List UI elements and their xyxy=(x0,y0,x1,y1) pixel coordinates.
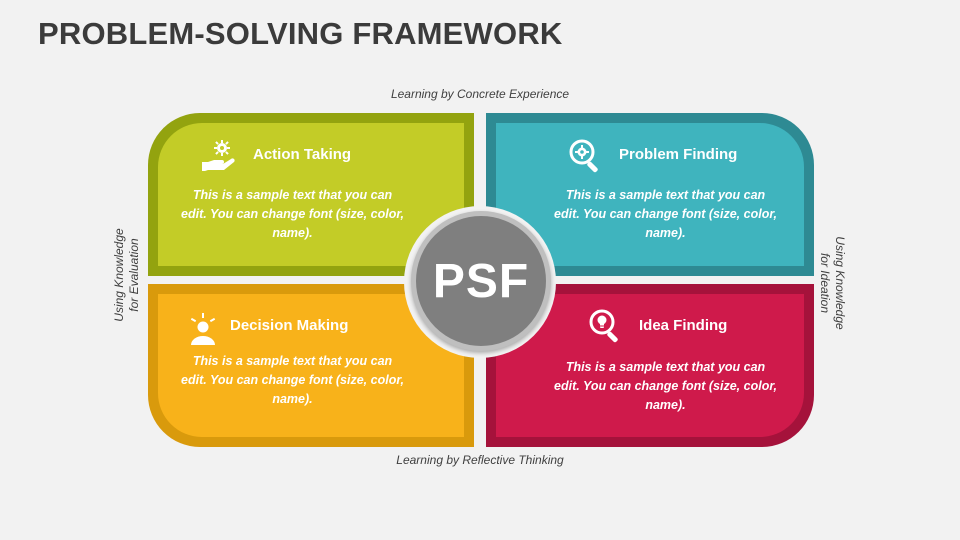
body-idea-finding: This is a sample text that you can edit.… xyxy=(554,360,777,412)
person-idea-icon xyxy=(190,313,216,345)
body-problem-finding: This is a sample text that you can edit.… xyxy=(554,188,777,240)
quadrant-idea-finding-fill xyxy=(496,294,804,437)
heading-problem-finding: Problem Finding xyxy=(619,146,738,163)
body-action-taking: This is a sample text that you can edit.… xyxy=(181,188,404,240)
edge-label-right: Using Knowledge for Ideation xyxy=(817,213,847,353)
magnifier-bulb-icon xyxy=(589,309,618,343)
edge-label-right-line2: for Ideation xyxy=(818,252,832,314)
quadrant-problem-finding-fill xyxy=(496,123,804,266)
heading-idea-finding: Idea Finding xyxy=(639,317,728,334)
edge-label-left-line2: for Evaluation xyxy=(127,238,141,312)
body-decision-making: This is a sample text that you can edit.… xyxy=(181,354,404,406)
center-hub-label: PSF xyxy=(432,254,530,308)
quadrant-decision-making xyxy=(148,284,474,447)
edge-label-left-line1: Using Knowledge xyxy=(112,228,126,322)
heading-action-taking: Action Taking xyxy=(253,146,352,163)
quadrant-action-taking-fill xyxy=(158,123,464,266)
quadrant-problem-finding xyxy=(486,113,814,276)
edge-label-right-line1: Using Knowledge xyxy=(833,236,847,330)
edge-label-bottom: Learning by Reflective Thinking xyxy=(396,453,564,467)
hand-gear-icon xyxy=(202,140,235,171)
edge-label-top: Learning by Concrete Experience xyxy=(390,87,570,101)
magnifier-gear-icon xyxy=(569,139,598,173)
quadrant-action-taking xyxy=(148,113,474,276)
page-title: PROBLEM-SOLVING FRAMEWORK xyxy=(38,16,563,51)
edge-label-left: Using Knowledge for Evaluation xyxy=(112,205,142,345)
heading-decision-making: Decision Making xyxy=(230,317,349,334)
center-hub: PSF xyxy=(411,211,551,351)
